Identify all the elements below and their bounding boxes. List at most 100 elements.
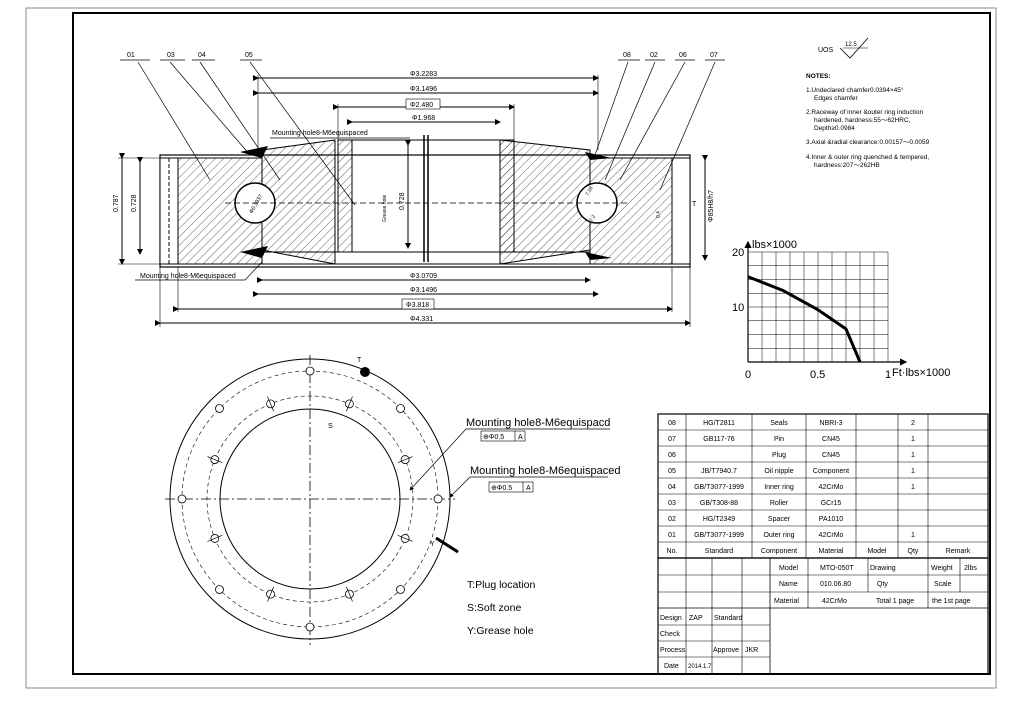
bom-cell-std: GB/T3077-1999: [694, 532, 744, 539]
outer-mount-hole: [396, 404, 405, 413]
bom-cell-std: JB/T7940.7: [701, 468, 737, 475]
outer-mount-hole: [215, 585, 224, 594]
outer-mount-hole: [215, 404, 224, 413]
tol-1-value: ⊕Φ0.5: [483, 434, 504, 441]
tb-design-label: Design: [660, 615, 682, 622]
small-dim-1: 7.28: [585, 185, 595, 197]
bom-cell-no: 02: [668, 516, 676, 523]
callout-03: 03: [167, 52, 175, 59]
mount-label-bottom: Mounting hole8-M6equispaced: [140, 273, 236, 280]
callout-01: 01: [127, 52, 135, 59]
bom-cell-qty: 2: [911, 420, 915, 427]
plan-label-t: T: [357, 357, 362, 364]
tb-design-value: ZAP: [689, 615, 703, 622]
bom-cell-comp: Spacer: [768, 516, 791, 523]
callout-06: 06: [679, 52, 687, 59]
dim-3-2283: Φ3.2283: [410, 71, 437, 78]
tb-material-value: 42CrMo: [822, 598, 847, 605]
callout-05: 05: [245, 52, 253, 59]
dim-0-728-center: 0.728: [399, 192, 406, 210]
note-line-7: 4.Inner & outer ring quenched & tempered…: [806, 154, 929, 161]
tb-qty-label: Qty: [877, 581, 888, 588]
callout-04: 04: [198, 52, 206, 59]
chart-series-line: [747, 275, 862, 363]
tb-approve-value: JKR: [745, 647, 758, 654]
chart-ylabel: lbs×1000: [752, 239, 797, 251]
bom-cell-comp: Pin: [774, 436, 784, 443]
dim-3-1496-top: Φ3.1496: [410, 86, 437, 93]
note-line-2: Edges chamfer: [814, 95, 859, 102]
bom-header-comp: Component: [761, 548, 797, 555]
bom-cell-mat: CN45: [822, 436, 840, 443]
bom-cell-mat: 42CrMo: [819, 484, 844, 491]
plan-label-y: Y: [430, 541, 435, 548]
chart-x-tick: 1: [885, 369, 891, 381]
bom-cell-std: HG/T2811: [703, 420, 735, 427]
tb-scale-label: Scale: [934, 581, 952, 588]
bom-cell-no: 05: [668, 468, 676, 475]
bom-cell-comp: Roller: [770, 500, 789, 507]
small-dim-3: 0.4: [656, 211, 662, 218]
chart-y-tick: 10: [732, 302, 744, 314]
bom-cell-mat: CN45: [822, 452, 840, 459]
dim-4-331: Φ4.331: [410, 316, 433, 323]
bom-cell-comp: Inner ring: [764, 484, 794, 491]
surface-finish-icon: [839, 37, 869, 59]
surface-finish-value: 12.5: [845, 42, 857, 48]
tb-weight-value: 2lbs: [964, 565, 977, 572]
dim-3-1496-bottom: Φ3.1496: [410, 287, 437, 294]
note-line-3: 2.Raceway of inner &outer ring induction: [806, 109, 923, 116]
note-line-6: 3.Axial &radial clearance:0.00157～0.0059: [806, 139, 930, 146]
note-line-1: 1.Undeclared chamfer0.0394×45°: [806, 86, 904, 94]
chart-xlabel: Ft·lbs×1000: [892, 367, 950, 379]
tb-drawing-label: Drawing: [870, 565, 896, 572]
bom-header-mat: Material: [819, 548, 844, 555]
tb-total-pages: Total 1 page: [876, 598, 914, 605]
tb-model-value: MTO-050T: [820, 565, 854, 572]
inner-hole-tick: [267, 396, 274, 412]
bom-cell-std: GB/T3077-1999: [694, 484, 744, 491]
bom-cell-qty: 1: [911, 532, 915, 539]
bom-cell-std: HG/T2349: [703, 516, 735, 523]
dim-2-480: Φ2.480: [410, 102, 433, 109]
tb-material-label: Material: [774, 598, 799, 605]
dim-0-787: 0.787: [113, 194, 120, 212]
bom-cell-comp: Plug: [772, 452, 786, 459]
tb-date-label: Date: [664, 663, 679, 670]
dim-0-728-left: 0.728: [131, 194, 138, 212]
surface-finish-label: UOS: [818, 47, 834, 54]
outer-mount-hole: [305, 622, 315, 632]
tb-name-label: Name: [779, 581, 798, 588]
mounting-holes: [177, 366, 443, 632]
bom-cell-no: 03: [668, 500, 676, 507]
outer-mount-hole: [305, 366, 315, 376]
bom-cell-qty: 1: [911, 452, 915, 459]
legend-s: S:Soft zone: [467, 602, 521, 614]
mount-label-top: Mounting hole8-M6equispaced: [272, 130, 368, 137]
bom-header-remark: Remark: [946, 548, 971, 555]
bom-cell-mat: PA1010: [819, 516, 843, 523]
callout-08: 08: [623, 52, 631, 59]
bom-header-std: Standard: [705, 548, 734, 555]
chart-x-tick: 0.5: [810, 369, 825, 381]
title-block: [657, 557, 989, 675]
chart-y-tick: 20: [732, 247, 744, 259]
tb-model-label: Model: [779, 565, 799, 572]
label-t-section: T: [692, 201, 697, 208]
dim-3-0709: Φ3.0709: [410, 273, 437, 280]
outer-mount-hole: [177, 494, 187, 504]
legend-y: Y:Grease hole: [467, 625, 534, 637]
section-view: [118, 59, 725, 327]
bom-cell-no: 01: [668, 532, 676, 539]
bom-cell-comp: Seals: [770, 420, 788, 427]
inner-hole-tick: [397, 456, 413, 463]
bom-header-model: Model: [867, 548, 887, 555]
outer-mount-hole: [433, 494, 443, 504]
inner-hole-tick: [207, 456, 223, 463]
bom-cell-std: GB117-76: [703, 436, 734, 443]
inner-hole-tick: [397, 535, 413, 542]
outer-mount-hole: [396, 585, 405, 594]
